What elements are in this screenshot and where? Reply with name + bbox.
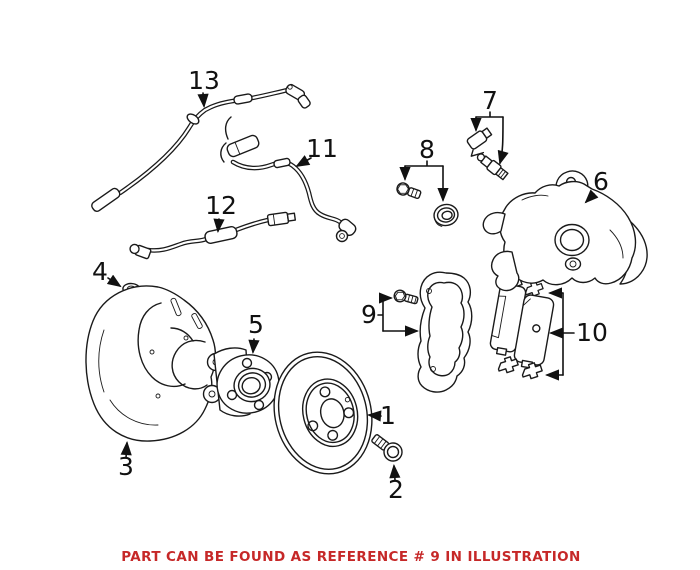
callout-10-label: 10 [576, 318, 608, 347]
callout-6-label: 6 [593, 167, 609, 196]
callout-4-label: 4 [92, 257, 108, 286]
brake-pad-outer [489, 283, 527, 356]
callout-13-label: 13 [188, 66, 220, 95]
guide-pin-cap [433, 203, 459, 227]
callout-5-arrow [248, 338, 260, 354]
pad-wear-sensor-wire [220, 116, 357, 243]
brake-caliper [482, 170, 648, 292]
sensor-connector [335, 218, 357, 243]
brake-rotor [273, 351, 373, 475]
wire-grommet [186, 113, 200, 125]
callout-13: 13 [188, 66, 220, 108]
callout-9: 9 [361, 292, 419, 337]
hub-bearing-bore [233, 367, 271, 403]
brake-pads-and-clips [489, 276, 555, 380]
callout-7-label: 7 [482, 86, 498, 115]
callout-4: 4 [92, 257, 122, 288]
pad-clip-bottom-right [521, 362, 543, 380]
callout-8-label: 8 [419, 135, 435, 164]
abs-speed-sensor-wire [91, 83, 311, 212]
callout-5: 5 [248, 310, 264, 354]
wire-ferrule [273, 157, 291, 169]
callout-2-label: 2 [388, 475, 404, 504]
callout-8: 8 [399, 135, 449, 202]
callout-1-arrow [367, 410, 382, 422]
wheel-hub-bearing [202, 347, 280, 417]
callout-6: 6 [584, 167, 609, 204]
caliper-fittings [466, 127, 509, 181]
wire-ferrule [233, 93, 253, 105]
callout-7: 7 [470, 86, 509, 165]
callout-7-arrow-right [497, 116, 509, 165]
bleeder-screw [476, 153, 509, 181]
callout-5-label: 5 [248, 310, 264, 339]
hose-sleeve [204, 226, 238, 244]
pad-clip-bottom-left [497, 356, 519, 374]
callout-3: 3 [118, 441, 134, 481]
splash-shield [85, 285, 217, 442]
hose-end-fitting-right [266, 211, 297, 227]
callout-3-arrow [120, 441, 132, 459]
callout-11-arrow [295, 155, 312, 167]
callout-11-label: 11 [306, 134, 338, 163]
callout-6-arrow [584, 189, 599, 204]
callout-11: 11 [295, 134, 338, 167]
sensor-body [226, 134, 260, 158]
pad-clip-top-right [524, 281, 544, 297]
callout-1: 1 [367, 401, 396, 430]
callout-1-label: 1 [380, 401, 396, 430]
callout-3-label: 3 [118, 452, 134, 481]
callout-12-label: 12 [205, 191, 237, 220]
callout-12-arrow [213, 218, 225, 233]
carrier-bolt [393, 289, 419, 305]
abs-sensor-head [285, 83, 311, 109]
callout-10: 10 [545, 287, 608, 381]
callout-9-label: 9 [361, 300, 377, 329]
callout-13-arrow [197, 92, 209, 108]
hose-end-fitting-left [129, 243, 152, 260]
wire-end-sleeve [91, 187, 121, 212]
callout-12: 12 [205, 191, 237, 233]
brake-hose [129, 211, 297, 260]
caliper-carrier [417, 271, 473, 393]
callout-2-arrow [389, 464, 401, 481]
callout-4-arrow [106, 274, 122, 288]
callout-2: 2 [388, 464, 404, 504]
reference-caption: PART CAN BE FOUND AS REFERENCE # 9 IN IL… [121, 549, 580, 565]
rotor-set-screw [371, 434, 403, 462]
guide-bolt [396, 182, 422, 200]
